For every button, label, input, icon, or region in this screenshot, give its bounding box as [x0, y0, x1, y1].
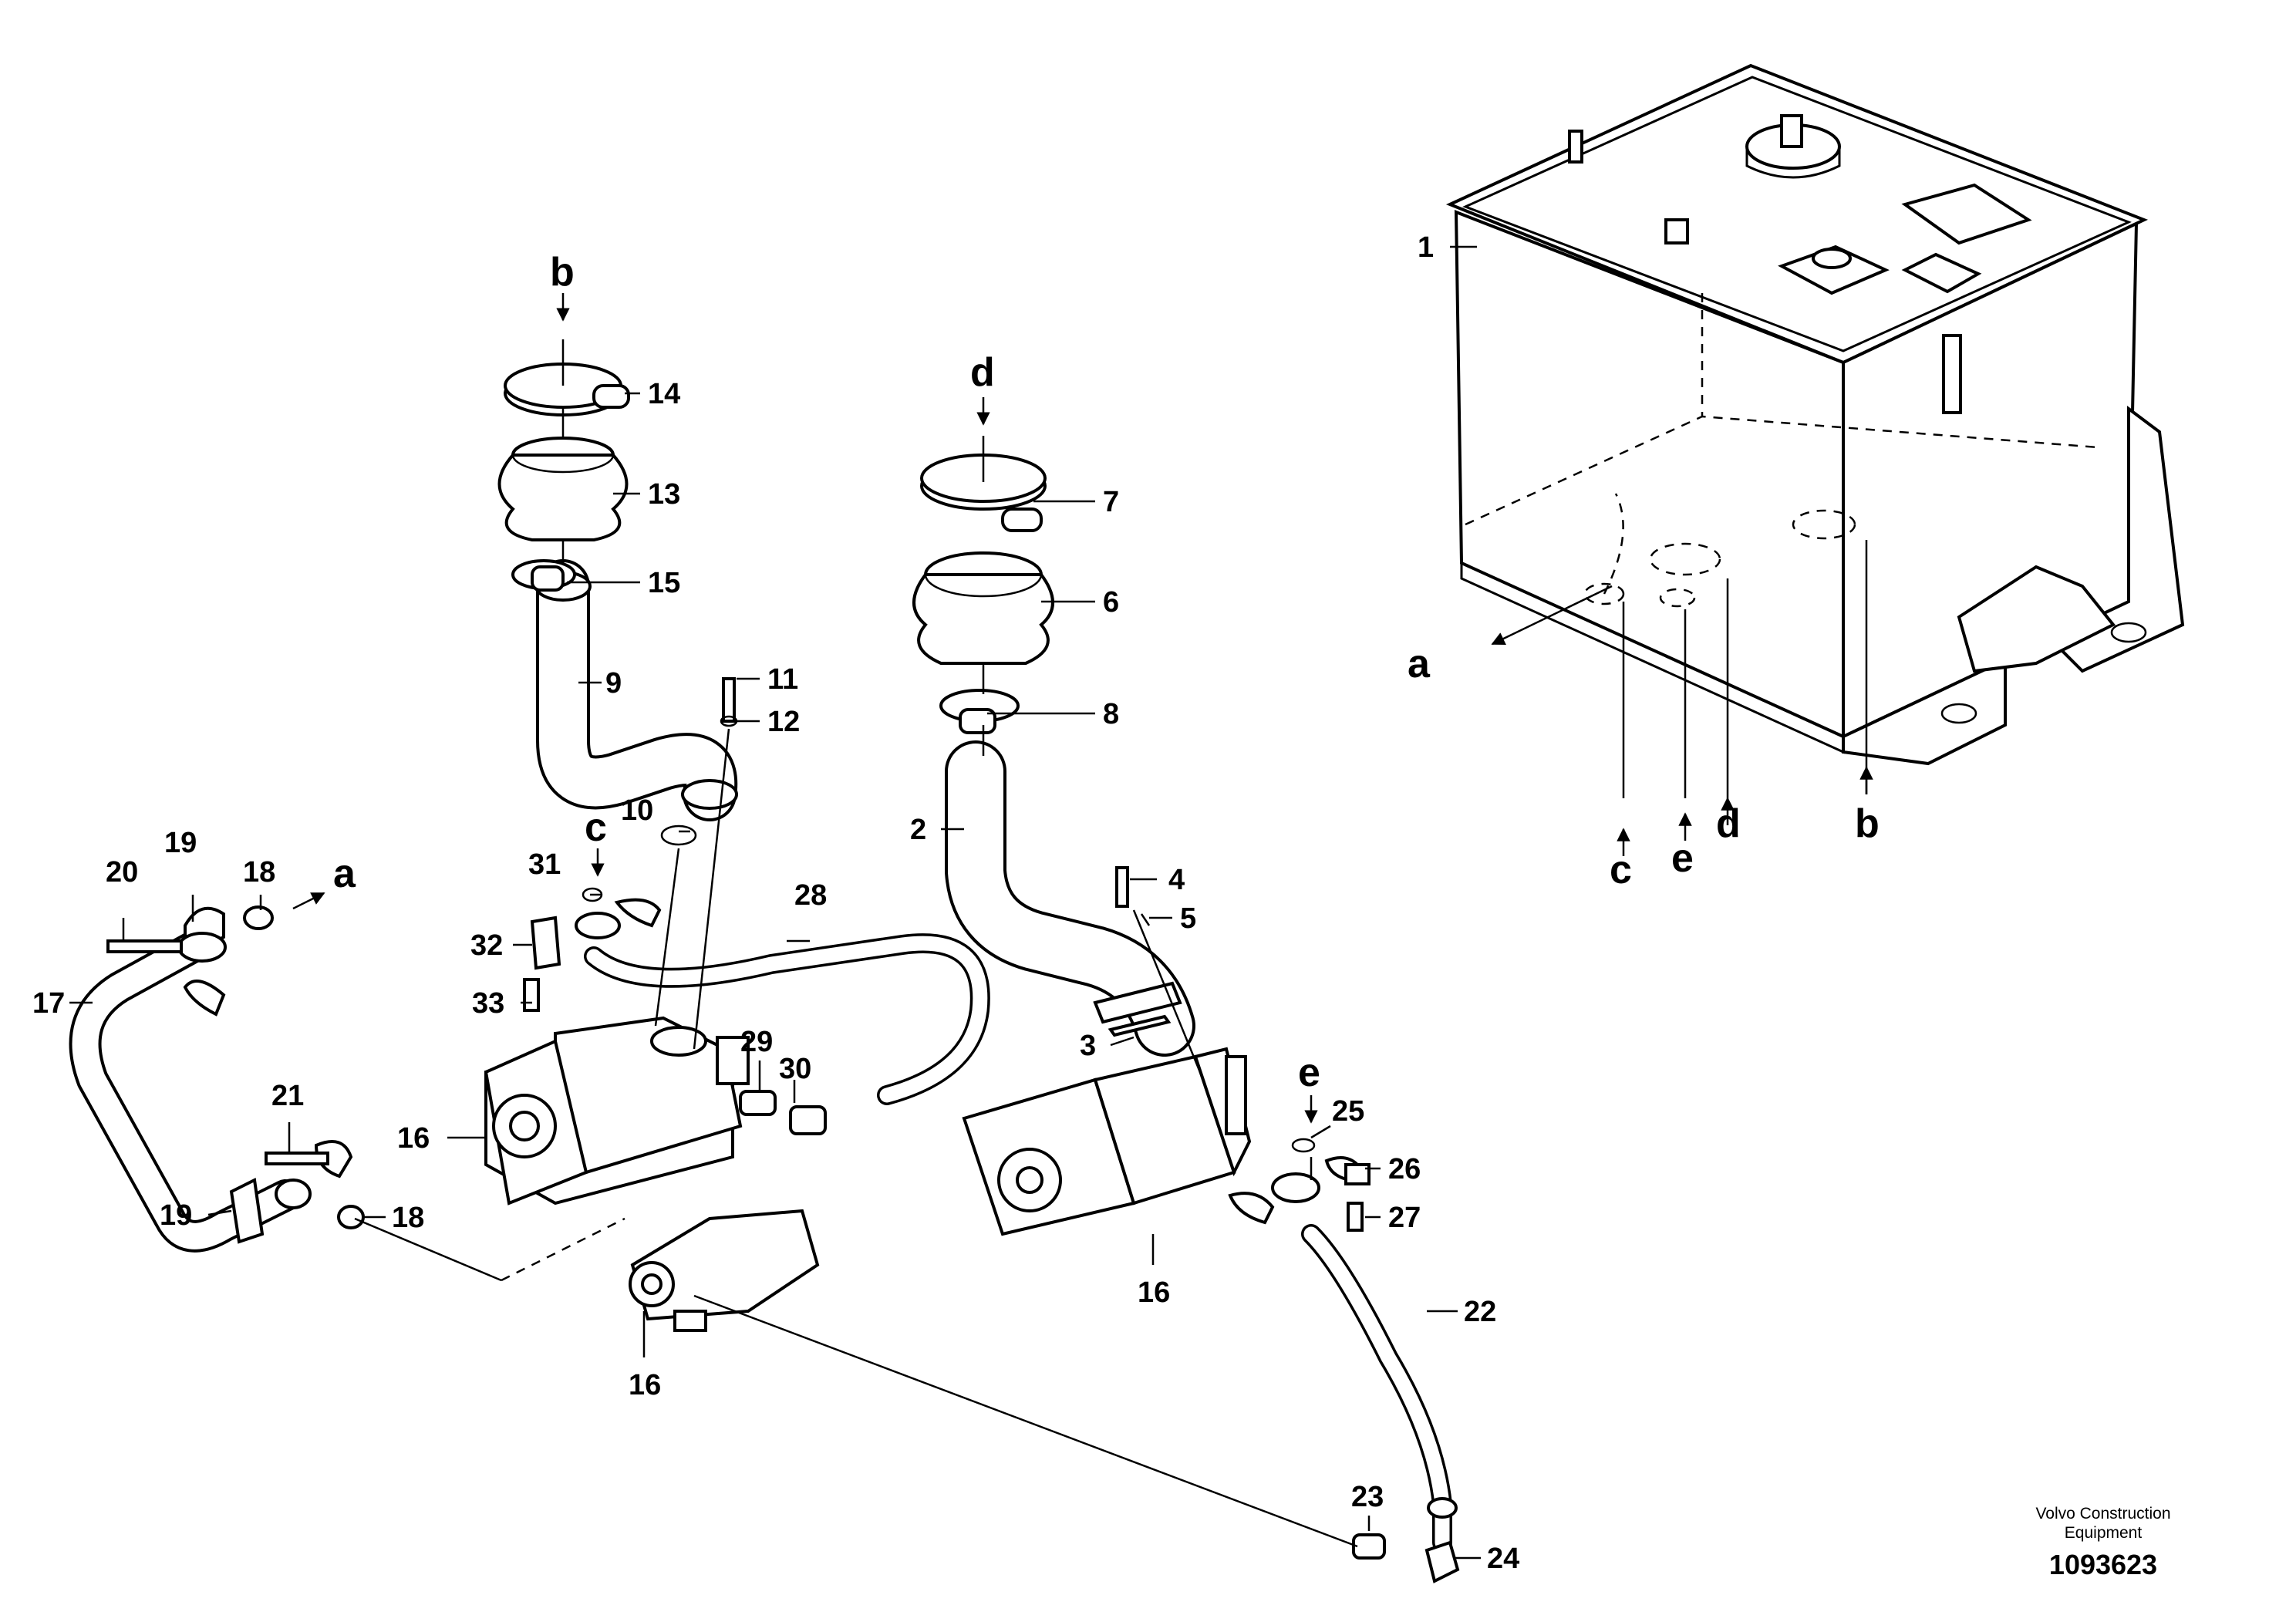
- letter-c-pump: c: [585, 805, 607, 850]
- label-18-top: 18: [243, 856, 275, 889]
- pump-16-bottom: [629, 1209, 820, 1332]
- label-19-top: 19: [164, 827, 197, 859]
- suction-pipe-9: [534, 559, 738, 821]
- part-number-labels: 1 2 3 4 5 6 7 8 9 10 11 12 13 14 15 16 1…: [32, 231, 1519, 1575]
- label-22: 22: [1464, 1296, 1496, 1328]
- brand-block: Volvo Construction Equipment 1093623: [1988, 1504, 2219, 1581]
- drawing-number: 1093623: [2048, 1549, 2158, 1580]
- letter-a-tank: a: [1408, 642, 1431, 686]
- brand-line-1: Volvo Construction: [2035, 1505, 2171, 1523]
- hose-clamp-14: [504, 363, 630, 416]
- letter-b-top: b: [550, 250, 575, 295]
- label-32: 32: [470, 929, 503, 962]
- label-5: 5: [1180, 902, 1196, 935]
- label-19-bottom: 19: [160, 1199, 192, 1232]
- hose-clamp-15: [511, 559, 576, 592]
- label-25: 25: [1332, 1095, 1364, 1128]
- hose-clamp-8: [939, 689, 1020, 734]
- label-16-bottom: 16: [629, 1369, 661, 1401]
- letter-a-left: a: [333, 851, 356, 896]
- pump-16-left: [484, 1016, 750, 1206]
- letter-b-tank: b: [1855, 801, 1880, 846]
- rubber-sleeve-6: [912, 551, 1054, 665]
- label-13: 13: [648, 478, 680, 511]
- label-31: 31: [528, 848, 561, 881]
- label-14: 14: [648, 378, 680, 410]
- label-7: 7: [1103, 486, 1119, 518]
- label-3: 3: [1080, 1030, 1096, 1062]
- label-23: 23: [1351, 1481, 1384, 1513]
- label-10: 10: [621, 794, 653, 827]
- fittings: [106, 677, 1460, 1583]
- label-18-bottom: 18: [392, 1202, 424, 1234]
- label-28: 28: [794, 879, 827, 912]
- label-8: 8: [1103, 698, 1119, 730]
- letter-e-right: e: [1298, 1050, 1320, 1095]
- label-15: 15: [648, 567, 680, 599]
- label-24: 24: [1487, 1543, 1519, 1575]
- label-2: 2: [910, 814, 926, 846]
- suction-pipe-2: [945, 740, 1195, 1057]
- label-26: 26: [1388, 1153, 1421, 1185]
- pump-16-right: [962, 1047, 1252, 1236]
- label-1: 1: [1418, 231, 1434, 264]
- label-9: 9: [605, 667, 622, 700]
- hydraulic-tank: [1445, 63, 2185, 766]
- label-29: 29: [740, 1026, 773, 1058]
- label-4: 4: [1168, 864, 1185, 896]
- connection-lines: [292, 293, 1873, 1548]
- leader-lines: [69, 245, 1481, 1560]
- label-27: 27: [1388, 1202, 1421, 1234]
- label-30: 30: [779, 1053, 811, 1085]
- connection-letters: a b c d e b d c a e: [333, 250, 1880, 1095]
- letter-e-tank: e: [1671, 836, 1694, 881]
- label-16-right: 16: [1138, 1276, 1170, 1309]
- label-6: 6: [1103, 586, 1119, 619]
- label-21: 21: [271, 1080, 304, 1112]
- letter-c-tank: c: [1610, 848, 1632, 892]
- hose-22: [1301, 1224, 1452, 1553]
- label-33: 33: [472, 987, 504, 1020]
- brand-line-2: Equipment: [2064, 1524, 2143, 1542]
- hose-28: [584, 933, 990, 1105]
- label-12: 12: [767, 706, 800, 738]
- label-16-left: 16: [397, 1122, 430, 1155]
- label-20: 20: [106, 856, 138, 889]
- letter-d-tank: d: [1716, 801, 1741, 846]
- rubber-sleeve-13: [497, 437, 629, 541]
- label-11: 11: [767, 663, 798, 696]
- hose-17: [69, 929, 302, 1253]
- label-17: 17: [32, 987, 65, 1020]
- letter-d-top: d: [970, 350, 995, 395]
